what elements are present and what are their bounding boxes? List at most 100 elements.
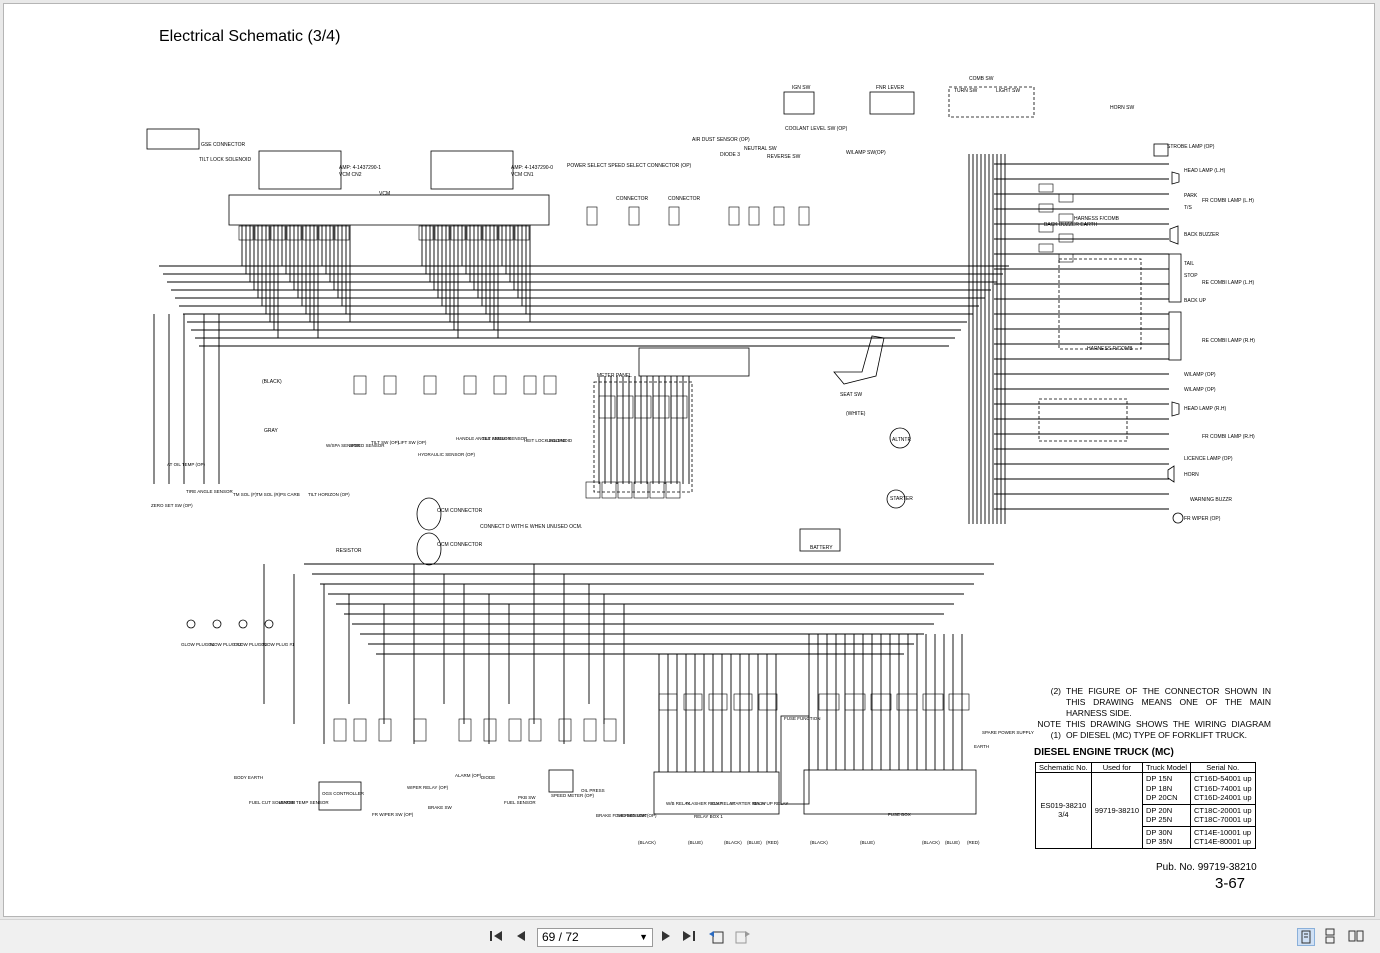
serials-group-1: CT16D-54001 up CT16D-74001 up CT16D-2400… <box>1189 772 1256 805</box>
label-left-7: W/SPA SENSOR <box>326 443 361 448</box>
continuous-view-icon[interactable] <box>1322 928 1340 946</box>
connector-block <box>670 395 688 419</box>
label-top-22: STROBE LAMP (OP) <box>1167 144 1215 150</box>
header-used-for: Used for <box>1090 762 1144 773</box>
gse-connector-symbol <box>146 128 200 150</box>
label-left-6: TILT HORIZON (OP) <box>308 492 350 497</box>
label-right-4: HARNESS F/COMB <box>1074 216 1120 222</box>
label-top-15: IGN SW <box>792 85 811 91</box>
harness-r-comb <box>1058 258 1142 350</box>
last-page-icon[interactable] <box>682 929 696 946</box>
connector-block <box>896 693 918 711</box>
glow-plug-1-icon <box>264 619 274 629</box>
connector-block <box>514 225 530 241</box>
facing-view-icon[interactable] <box>1348 928 1366 946</box>
connector-block <box>1038 223 1054 233</box>
label-left-10: LIFT SW (OP) <box>398 440 427 445</box>
label-top-17: W/LAMP SW(OP) <box>846 150 886 156</box>
connector-block <box>598 395 616 419</box>
publication-number: Pub. No. 99719-38210 <box>1156 862 1257 873</box>
label-bottom-19: RELAY BOX 1 <box>694 814 723 819</box>
label-top-5: AMP: 4-1437290-1 <box>339 165 381 171</box>
head-lamp-lh-icon <box>1171 171 1180 185</box>
chevron-down-icon[interactable]: ▼ <box>639 932 648 942</box>
label-right-3: T/S <box>1184 205 1192 211</box>
connector-block <box>658 693 678 711</box>
label-bottom-26: SPARE POWER SUPPLY <box>982 730 1034 735</box>
head-lamp-rh-icon <box>1171 401 1180 417</box>
connector-block <box>508 718 522 742</box>
go-back-view-icon[interactable] <box>708 929 726 948</box>
fr-wiper-icon <box>1172 512 1184 524</box>
label-top-21: HORN SW <box>1110 105 1134 111</box>
glow-plug-2-icon <box>238 619 248 629</box>
label-color-8: (BLUE) <box>945 840 960 845</box>
connector-block <box>238 225 254 241</box>
connector-block <box>649 481 665 499</box>
connector-block <box>748 206 760 226</box>
label-bottom-6: WATER TEMP SENSOR <box>279 800 329 805</box>
connector-block <box>543 375 557 395</box>
page-number: 3-67 <box>1215 875 1246 892</box>
harness-f-comb <box>1038 398 1128 442</box>
label-color-7: (BLACK) <box>922 840 940 845</box>
connector-block <box>378 718 392 742</box>
label-middle-11: (WHITE) <box>846 411 866 417</box>
connector-block <box>586 206 598 226</box>
fuse-function-box <box>780 715 810 805</box>
re-combi-lamp-rh <box>1168 311 1182 361</box>
connector-block <box>254 225 270 241</box>
label-bottom-18: THERMO UNIT <box>616 813 647 818</box>
label-color-9: (RED) <box>967 840 980 845</box>
header-schematic-no: Schematic No. <box>1035 762 1092 773</box>
connector-block <box>270 225 286 241</box>
label-right-1: PARK <box>1184 193 1198 199</box>
connector-block <box>733 693 753 711</box>
label-bottom-0: GLOW PLUG #4 <box>181 642 215 647</box>
connector-block <box>683 693 703 711</box>
label-left-4: TM SOL (R) <box>256 492 281 497</box>
connector-block <box>773 206 785 226</box>
label-color-1: (BLUE) <box>688 840 703 845</box>
connector-block <box>523 375 537 395</box>
connector-block <box>1038 243 1054 253</box>
label-bottom-24: BACK UP RELAY <box>753 801 788 806</box>
horn-icon <box>1167 465 1175 483</box>
connector-block <box>286 225 302 241</box>
back-buzzer-icon <box>1169 225 1179 245</box>
label-bottom-8: FR WIPER SW (OP) <box>372 812 414 817</box>
single-page-view-icon[interactable] <box>1297 928 1315 946</box>
connector-block <box>583 718 597 742</box>
component-symbols <box>146 86 1184 815</box>
label-bottom-25: FUSE BOX <box>888 812 911 817</box>
connector-block <box>353 718 367 742</box>
page-title: Electrical Schematic (3/4) <box>159 28 341 45</box>
connector-block <box>628 206 640 226</box>
prev-page-icon[interactable] <box>515 929 527 946</box>
page-number-input[interactable]: 69 / 72 ▼ <box>537 928 653 947</box>
label-left-5: PS CARB <box>280 492 300 497</box>
notes-section: (2) THE FIGURE OF THE CONNECTOR SHOWN IN… <box>1026 686 1271 741</box>
label-bottom-20: W/B RELAY <box>666 801 690 806</box>
re-combi-lamp-lh <box>1168 253 1182 303</box>
label-right-17: LICENCE LAMP (OP) <box>1184 456 1233 462</box>
page-indicator: 69 / 72 <box>542 930 579 944</box>
label-bottom-7: OGS CONTROLLER <box>322 791 365 796</box>
note-2: (2) THE FIGURE OF THE CONNECTOR SHOWN IN… <box>1050 686 1271 718</box>
go-forward-view-icon[interactable] <box>733 929 751 948</box>
connector-block <box>1058 213 1074 223</box>
connector-block <box>948 693 970 711</box>
ocm-connector-2 <box>416 532 442 566</box>
label-middle-8: RESISTOR <box>336 548 362 554</box>
first-page-icon[interactable] <box>489 929 503 946</box>
next-page-icon[interactable] <box>660 929 672 946</box>
connector-block <box>333 718 347 742</box>
label-top-2: VCM <box>379 191 390 197</box>
label-color-4: (RED) <box>766 840 779 845</box>
models-group-1: DP 15N DP 18N DP 20CN <box>1142 772 1191 805</box>
vcm-module <box>228 194 550 226</box>
label-top-14: COOLANT LEVEL SW (OP) <box>785 126 848 132</box>
label-top-4: VCM CN1 <box>511 172 534 178</box>
label-left-11: HYDRAULIC SENSOR (OP) <box>418 452 476 457</box>
